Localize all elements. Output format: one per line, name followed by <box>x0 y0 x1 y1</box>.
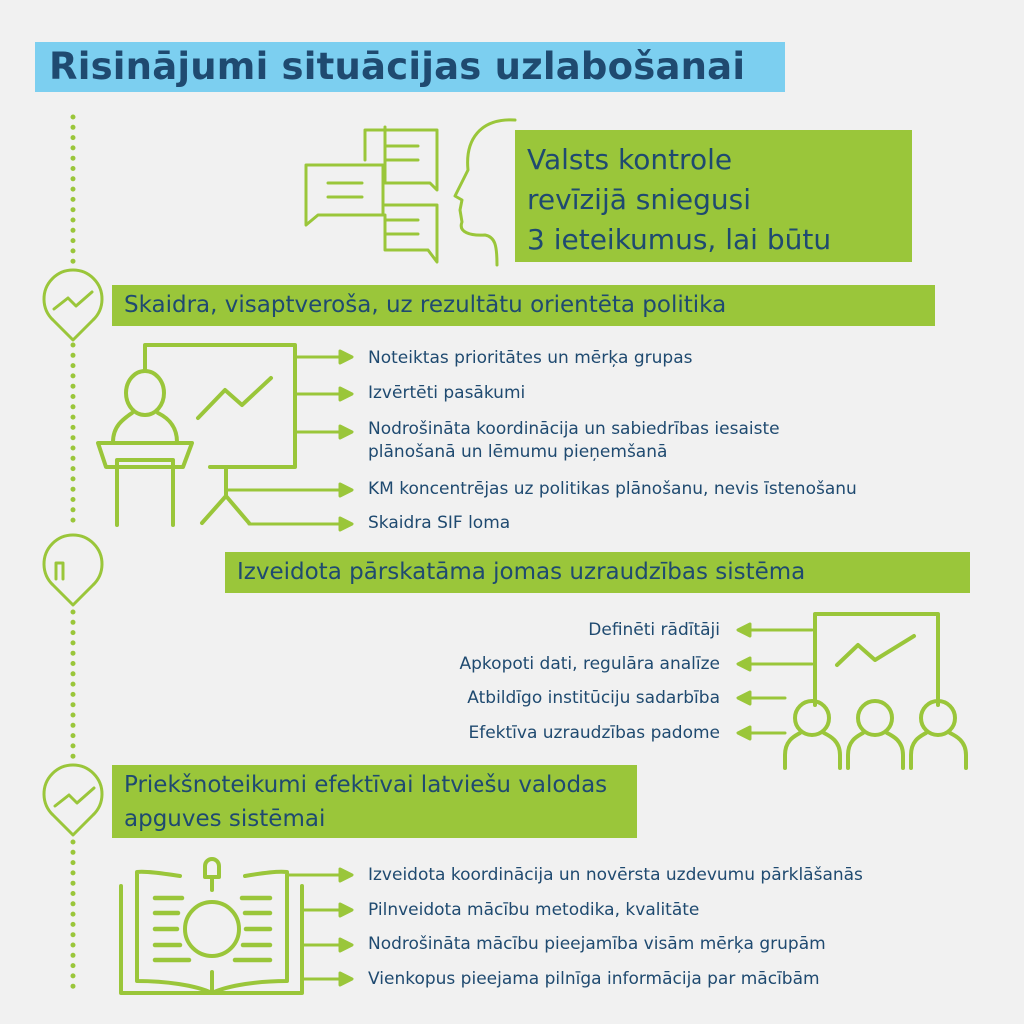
bar-chart-pin-icon <box>42 533 104 607</box>
intro-line: Valsts kontrole <box>527 143 733 176</box>
list-item: Skaidra SIF loma <box>368 513 511 533</box>
section-heading-language: Priekšnoteikumi efektīvai latviešu valod… <box>112 765 637 838</box>
list-item: Nodrošināta koordinācija un sabiedrības … <box>368 419 780 439</box>
intro-box: Valsts kontrole revīzijā sniegusi 3 iete… <box>515 130 912 262</box>
list-item: Noteiktas prioritātes un mērķa grupas <box>368 348 693 368</box>
list-item: Izvērtēti pasākumi <box>368 383 526 403</box>
list-item: Nodrošināta mācību pieejamība visām mērķ… <box>368 934 826 954</box>
list-item: Pilnveidota mācību metodika, kvalitāte <box>368 900 700 920</box>
presenter-icon <box>96 343 297 527</box>
section-heading-monitoring: Izveidota pārskatāma jomas uzraudzības s… <box>225 552 970 593</box>
intro-line: revīzijā sniegusi <box>527 183 752 216</box>
intro-line: 3 ieteikumus, lai būtu <box>527 223 832 256</box>
trend-pin-icon <box>42 268 104 342</box>
thinking-head-chat-icon <box>304 118 517 267</box>
page-title: Risinājumi situācijas uzlabošanai <box>35 42 785 92</box>
list-item: Atbildīgo institūciju sadarbība <box>467 688 720 708</box>
list-item: Vienkopus pieejama pilnīga informācija p… <box>368 969 820 989</box>
list-item: plānošanā un lēmumu pieņemšanā <box>368 442 668 462</box>
list-item: Definēti rādītāji <box>588 620 720 640</box>
list-item: Efektīva uzraudzības padome <box>468 723 720 743</box>
arrows <box>224 349 814 987</box>
trend-pin-icon <box>42 763 104 837</box>
list-item: KM koncentrējas uz politikas plānošanu, … <box>368 479 857 499</box>
monitoring-team-icon <box>783 612 968 770</box>
book-magnifier-icon <box>119 857 304 995</box>
section-heading-policy: Skaidra, visaptveroša, uz rezultātu orie… <box>112 285 935 326</box>
list-item: Izveidota koordinācija un novērsta uzdev… <box>368 865 863 885</box>
list-item: Apkopoti dati, regulāra analīze <box>459 654 720 674</box>
